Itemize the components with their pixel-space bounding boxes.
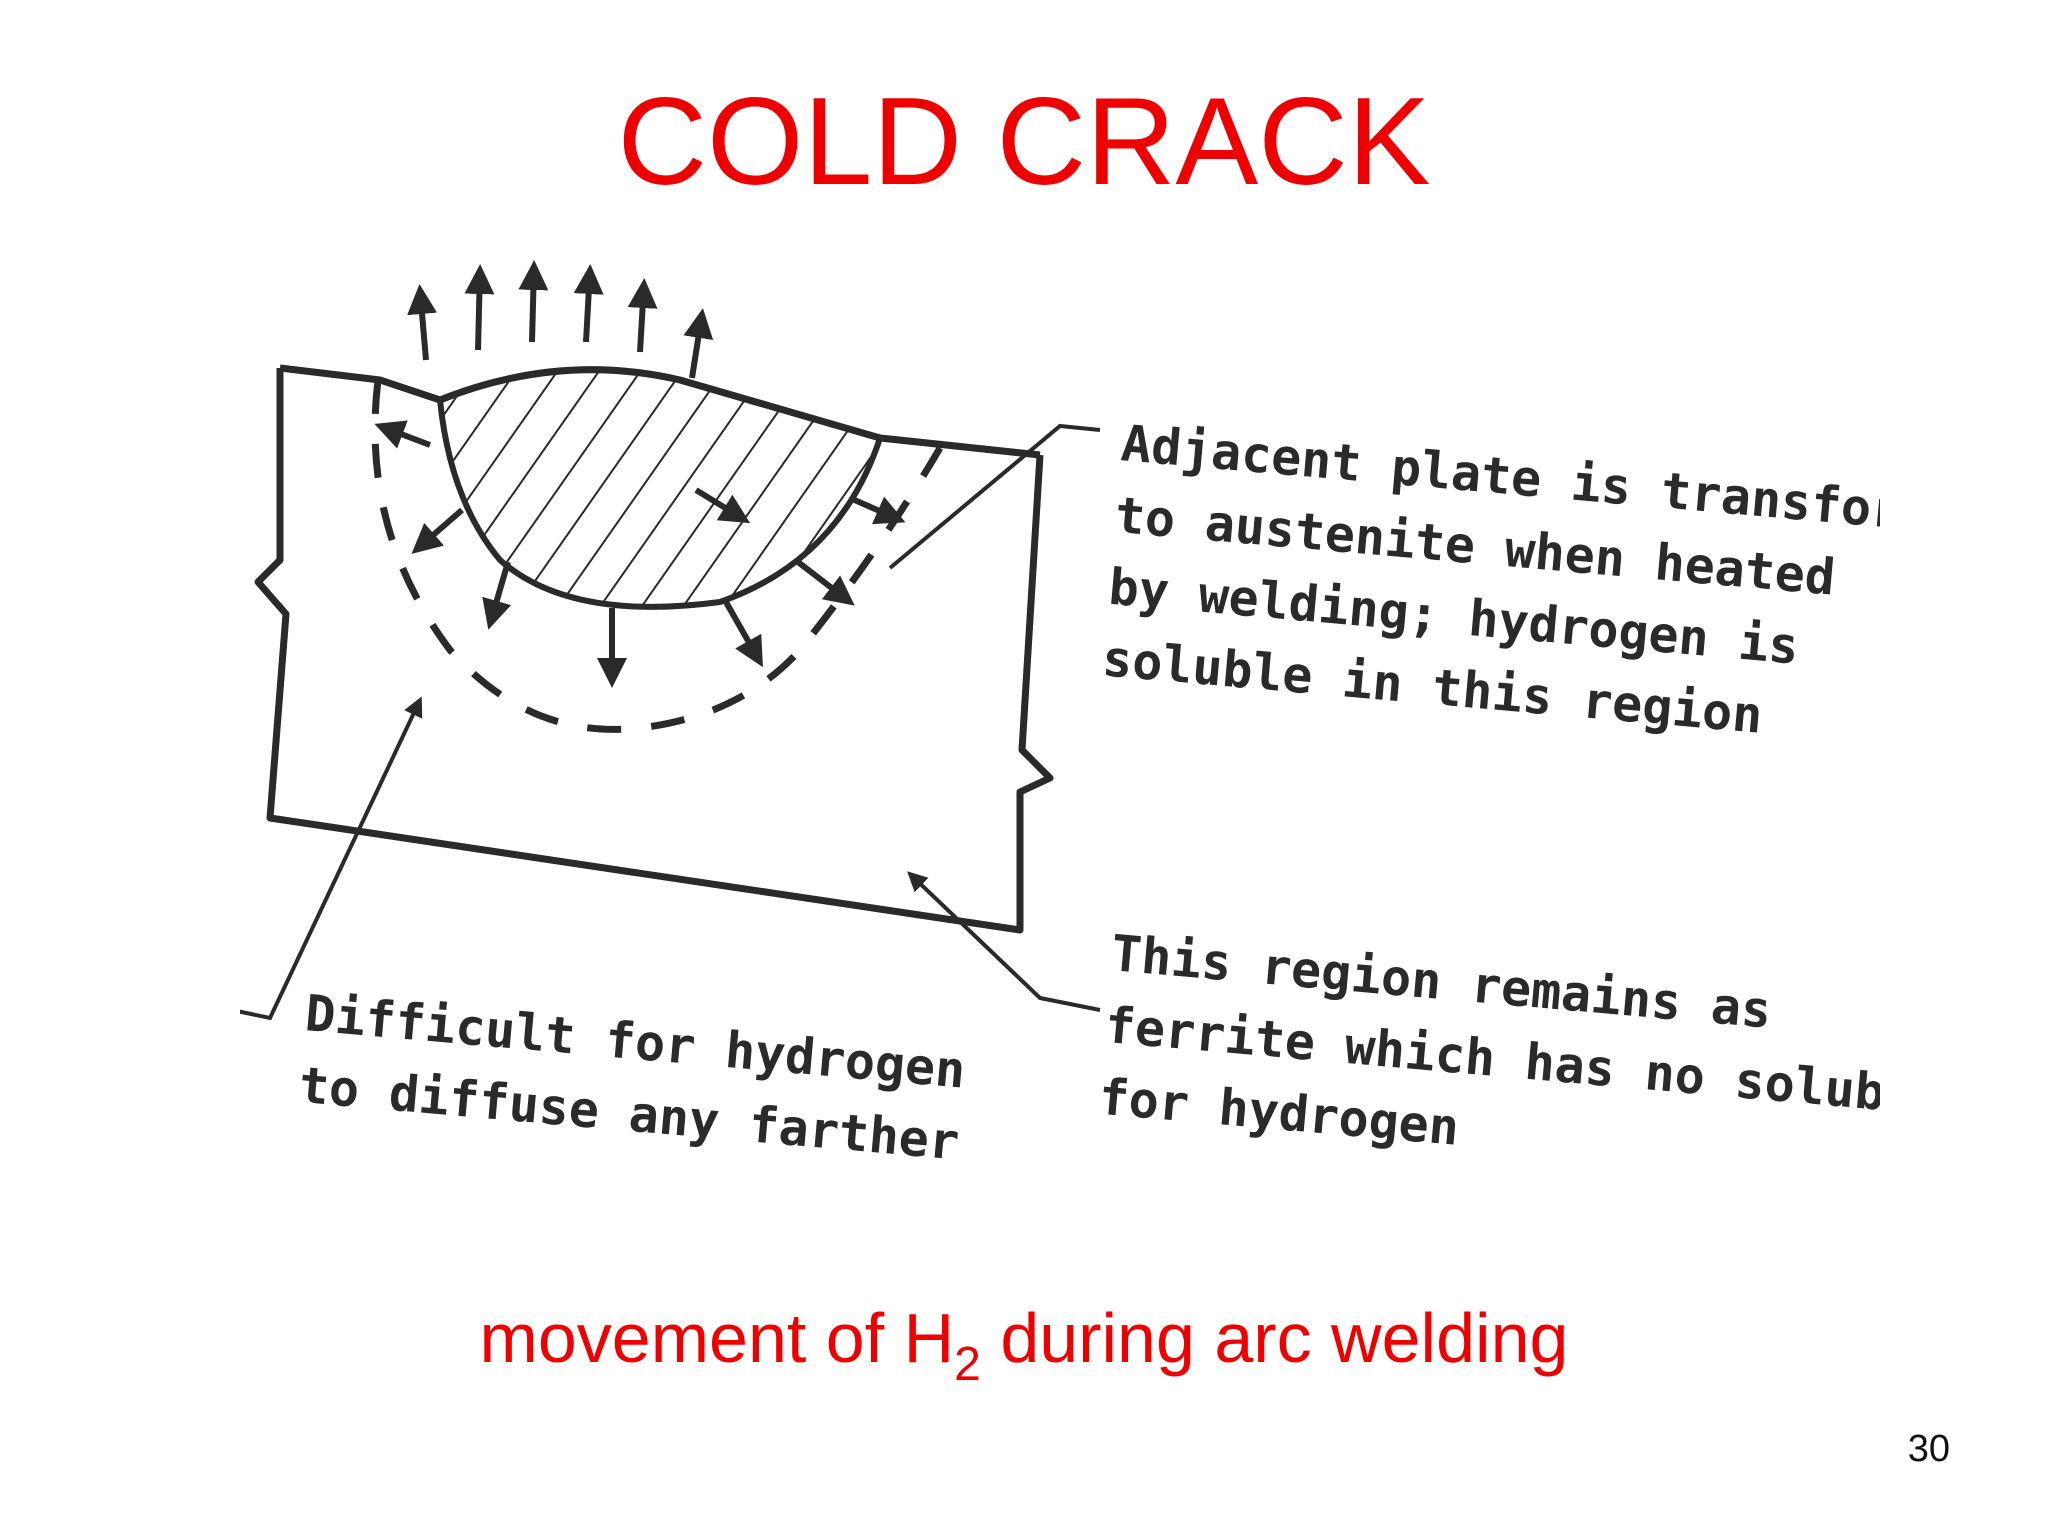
annotation-difficult-diffusion: Difficult for hydrogen to diffuse any fa…	[297, 984, 968, 1171]
hydrogen-escape-arrows	[407, 260, 714, 379]
leader-lines	[240, 423, 1101, 1021]
annotation-ferrite-region: This region remains as ferrite which has…	[1096, 924, 1880, 1157]
page-number: 30	[1907, 1428, 1950, 1470]
annotation-ferrite-line-3: for hydrogen	[1096, 1068, 1461, 1157]
weld-hydrogen-diagram: Adjacent plate is transformed to austeni…	[240, 230, 1880, 1230]
slide-title: COLD CRACK	[617, 73, 1431, 211]
caption-text-pre: movement of H	[479, 1299, 955, 1377]
caption-subscript: 2	[954, 1338, 981, 1391]
caption-text-post: during arc welding	[980, 1299, 1569, 1377]
weld-bead	[437, 369, 883, 610]
slide-caption: movement of H2 during arc welding	[0, 1296, 2048, 1389]
hydrogen-diffusion-arrows	[374, 420, 906, 688]
annotation-adjacent-plate: Adjacent plate is transformed to austeni…	[1100, 414, 1880, 745]
